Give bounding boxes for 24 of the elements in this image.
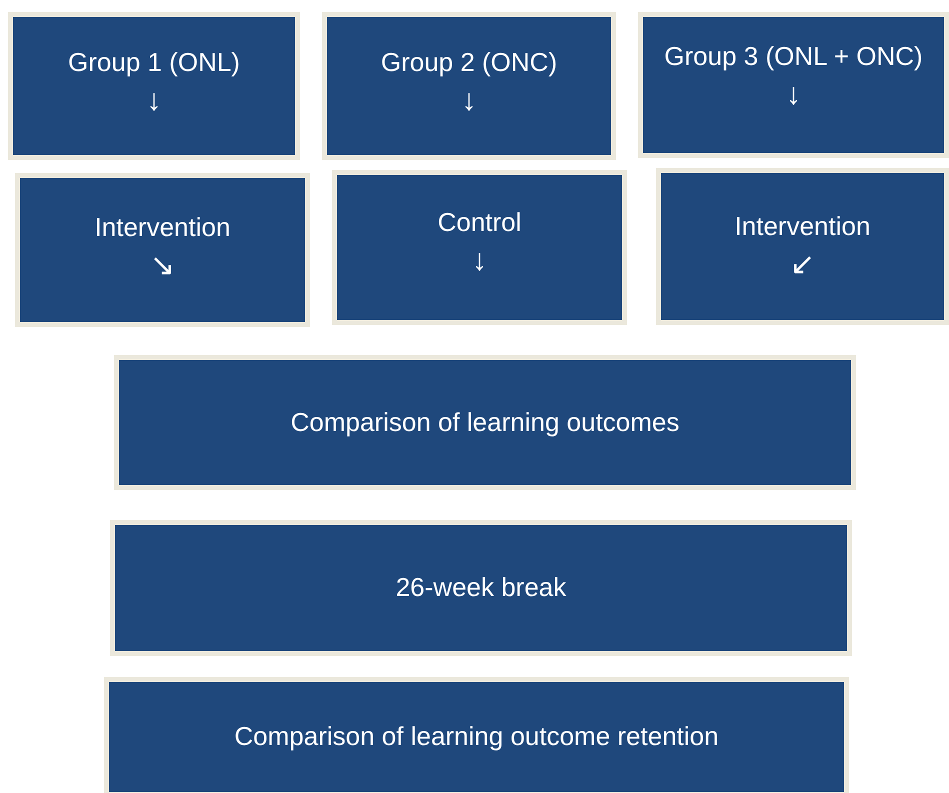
process-box: [638, 12, 949, 158]
process-box: [322, 12, 616, 160]
arrow-glyph: ↓: [146, 86, 162, 116]
process-box: [110, 520, 852, 656]
process-box: [332, 170, 627, 325]
box-label: Comparison of learning outcomes: [290, 406, 680, 438]
arrow-glyph: ↘: [150, 251, 176, 282]
box-label: Comparison of learning outcome retention: [234, 721, 719, 753]
process-box: [15, 173, 310, 327]
box-label: 26-week break: [396, 572, 566, 604]
process-box: [104, 677, 849, 793]
box-label: Control: [438, 207, 522, 238]
arrow-glyph: ↓: [472, 246, 487, 276]
process-box: [656, 168, 949, 325]
arrow-glyph: ↓: [462, 86, 476, 116]
box-label: Group 2 (ONC): [380, 47, 558, 78]
arrow-glyph: ↓: [786, 80, 801, 110]
box-label: Group 1 (ONL): [68, 47, 240, 78]
box-label: Group 3 (ONL + ONC): [664, 41, 923, 72]
box-label: Intervention: [94, 212, 230, 244]
arrow-glyph: ↙: [790, 250, 816, 280]
process-box: [114, 355, 856, 490]
process-box: [8, 12, 300, 160]
box-label: Intervention: [734, 211, 870, 242]
